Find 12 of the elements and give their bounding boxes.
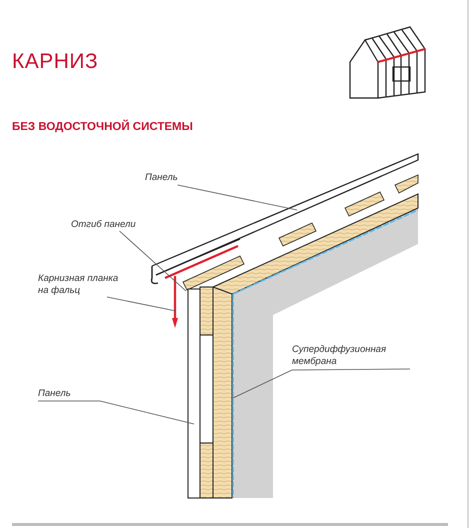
callout-label: Панель: [38, 388, 71, 400]
leader-line: [232, 368, 410, 398]
callout-label: Панель: [145, 172, 178, 184]
leader-line: [106, 296, 176, 312]
leader-line: [119, 230, 186, 292]
subtitle: БЕЗ ВОДОСТОЧНОЙ СИСТЕМЫ: [12, 121, 193, 133]
callout-label: Супердиффузионная мембрана: [292, 344, 410, 368]
title: КАРНИЗ: [12, 50, 98, 74]
leader-line: [38, 400, 194, 424]
callout-label: Карнизная планка на фальц: [38, 273, 130, 297]
leader-line: [177, 184, 298, 210]
callout-label: Отгиб панели: [71, 219, 136, 231]
